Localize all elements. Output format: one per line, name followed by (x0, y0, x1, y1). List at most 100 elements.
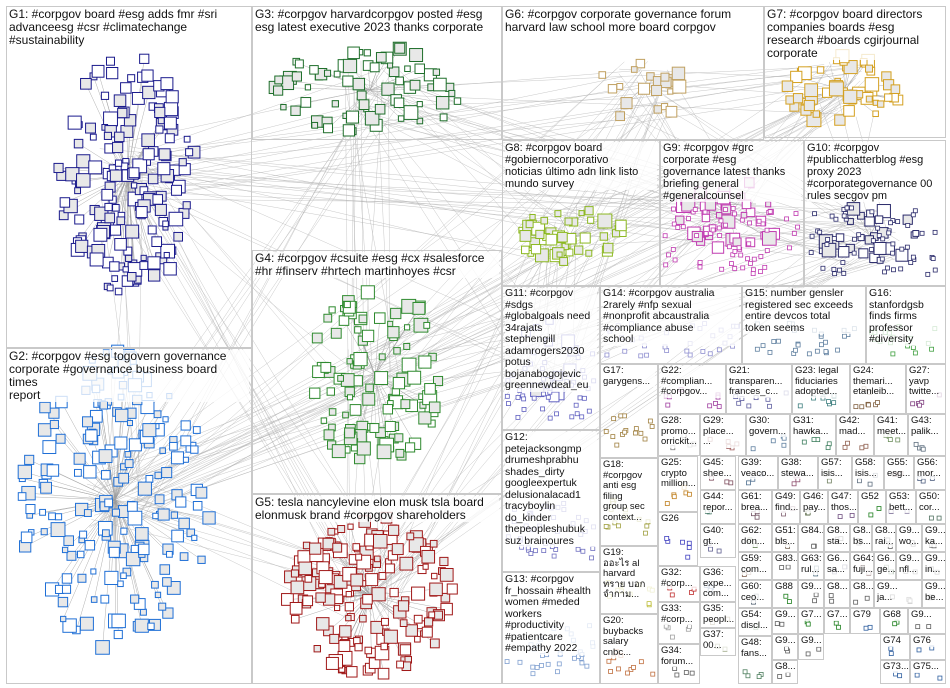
group-label-g23: G23: legal fiduciaries adopted... (795, 366, 847, 398)
group-label-g53: G53: bett... (889, 492, 913, 513)
group-box-g71: G7... (798, 608, 824, 634)
group-label-g87: G8... (853, 582, 871, 593)
group-label-g10: G10: #corpgov #publicchatterblog #esg pr… (807, 142, 943, 202)
group-box-g93: G9... wo... (896, 524, 922, 552)
group-box-g18: G18: #corpgov anti esg filing group sec … (600, 458, 658, 546)
group-box-g36: G36: expe... com... (700, 566, 736, 602)
group-box-g53: G53: bett... (886, 490, 916, 524)
group-label-g97: G9... (775, 636, 795, 647)
group-box-g3: G3: #corpgov harvardcorpgov posted #esg … (252, 6, 502, 140)
group-label-g14: G14: #corpgov australia 2rarely #nfp sex… (603, 288, 739, 346)
group-box-g76: G76 (910, 634, 946, 660)
group-box-g67: G6... sa... (824, 552, 850, 580)
group-label-g93: G9... wo... (899, 526, 919, 547)
group-box-g98: G9... (908, 608, 946, 634)
group-box-g85: G8... bs... (850, 524, 872, 552)
group-label-g3: G3: #corpgov harvardcorpgov posted #esg … (255, 8, 499, 34)
group-label-g67: G6... sa... (827, 554, 847, 575)
group-label-g85: G8... bs... (853, 526, 869, 547)
group-box-g97: G9... (772, 634, 798, 660)
group-box-g40: G40: gt... (700, 524, 736, 558)
group-box-g45: G45: shee... (700, 456, 736, 490)
group-label-g90: G9... ka... (925, 526, 943, 547)
group-label-g91: G9... nfl... (899, 554, 919, 575)
group-label-g68: G68 (883, 610, 905, 621)
group-box-g86: G8... (824, 580, 850, 608)
group-box-g2: G2: #corpgov #esg togovern governance co… (6, 348, 252, 684)
group-box-g83: G83... (772, 552, 798, 580)
group-label-g47: G47: thos... (831, 492, 855, 513)
group-box-g15: G15: number gensler registered sec excee… (742, 286, 866, 364)
group-label-g21: G21: transparen... frances_c... (729, 366, 789, 398)
group-box-g38: G38: stewa... (778, 456, 818, 490)
group-label-g74: G74 (883, 636, 907, 647)
group-box-g95: G9... ja... (874, 580, 922, 608)
group-label-g19: G19: ออะไร al harvard ทราย บอก จำกาม... (603, 548, 655, 601)
group-box-g35: G35: peopl... (700, 602, 736, 628)
group-box-g84: G84... (798, 524, 824, 552)
group-label-g38: G38: stewa... (781, 458, 815, 479)
group-box-g54: G54: discl... (738, 608, 772, 636)
group-box-g57: G57: isis... (818, 456, 852, 490)
group-label-g89: G9... (801, 582, 821, 593)
group-label-g80: G8... sta... (827, 526, 847, 547)
group-label-g34: G34: forum... (661, 646, 697, 667)
group-label-g42: G42: mad... (839, 416, 871, 437)
group-box-g73: G73... (880, 660, 910, 684)
group-label-g40: G40: gt... (703, 526, 733, 547)
group-label-g63: G63: rul... (801, 554, 821, 575)
group-label-g26: G26 (661, 514, 695, 525)
group-box-g46: G46: pay... (800, 490, 828, 524)
group-box-g28: G28: promo... orrickit... (658, 414, 700, 456)
group-box-g51: G51: bls... (772, 524, 798, 552)
group-box-g47: G47: thos... (828, 490, 858, 524)
group-box-g61: G61: brea... (738, 490, 772, 524)
group-box-g37: G37: 00... (700, 628, 736, 656)
group-label-g62: G62: don... (741, 526, 769, 547)
group-box-g74: G74 (880, 634, 910, 660)
group-label-g13: G13: #corpgov fr_hossain #health women #… (505, 574, 597, 655)
group-label-g64: G64: fuji... (853, 554, 871, 575)
group-box-g4: G4: #corpgov #csuite #esg #cx #salesforc… (252, 250, 502, 494)
group-label-g24: G24: themari... etanleib... (853, 366, 903, 398)
group-box-g49: G49: find... (772, 490, 800, 524)
group-label-g43: G43: palik... (911, 416, 943, 437)
group-box-g75: G75... (910, 660, 946, 684)
group-box-g26: G26 (658, 512, 698, 566)
group-box-g89: G9... (798, 580, 824, 608)
group-box-g31: G31: hawka... (790, 414, 836, 456)
group-box-g64: G64: fuji... (850, 552, 874, 580)
group-box-g91: G9... nfl... (896, 552, 922, 580)
group-label-g79: G79 (853, 610, 877, 621)
group-box-g8: G8: #corpgov board #gobiernocorporativo … (502, 140, 660, 286)
group-label-g92: G9... in... (925, 554, 943, 575)
group-label-g28: G28: promo... orrickit... (661, 416, 697, 448)
group-box-g22: G22: #complian... #corpgov... (658, 364, 726, 414)
group-box-g79: G79 (850, 608, 880, 634)
group-label-g20: G20: buybacks salary cnbc... (603, 616, 655, 658)
group-box-g21: G21: transparen... frances_c... (726, 364, 792, 414)
group-box-g82: G8... rai... (872, 524, 896, 552)
group-label-g25: G25: crypto million... (661, 458, 695, 490)
group-box-g90: G9... ka... (922, 524, 946, 552)
group-label-g73: G73... (883, 662, 907, 673)
group-box-g27: G27: yavp twitte... (906, 364, 946, 414)
group-label-g2: G2: #corpgov #esg togovern governance co… (9, 350, 249, 402)
group-label-g12: G12: petejacksongmp drumeshprabhu shades… (505, 432, 597, 547)
group-label-g29: G29: place... ... (703, 416, 743, 448)
group-box-g63: G63: rul... (798, 552, 824, 580)
group-label-g57: G57: isis... (821, 458, 849, 479)
group-box-g81: G8... (772, 660, 798, 684)
group-box-g68: G68 (880, 608, 908, 634)
group-box-g23: G23: legal fiduciaries adopted... (792, 364, 850, 414)
group-box-g19: G19: ออะไร al harvard ทราย บอก จำกาม... (600, 546, 658, 614)
group-label-g88: G88 (775, 582, 795, 593)
group-label-g4: G4: #corpgov #csuite #esg #cx #salesforc… (255, 252, 499, 278)
group-label-g8: G8: #corpgov board #gobiernocorporativo … (505, 142, 657, 190)
group-box-g6: G6: #corpgov corporate governance forum … (502, 6, 764, 140)
group-label-g32: G32: #corp... (661, 568, 697, 589)
group-box-g24: G24: themari... etanleib... (850, 364, 906, 414)
group-label-g52: G52 (861, 492, 883, 503)
group-label-g33: G33: #corp... (661, 604, 697, 625)
group-label-g99: G9... (801, 636, 821, 647)
